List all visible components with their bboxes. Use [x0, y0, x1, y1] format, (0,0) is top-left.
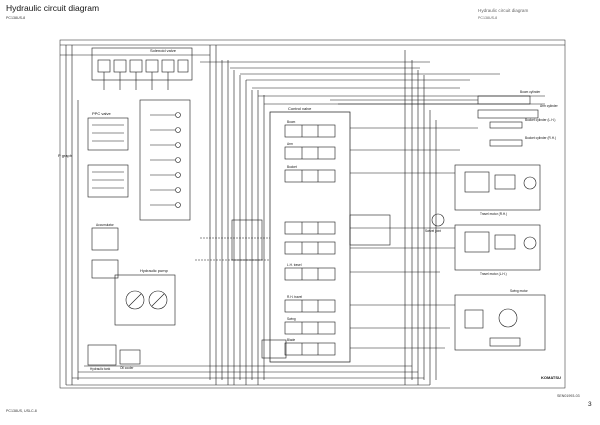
solenoid-valve-label: Solenoid valve [150, 48, 177, 53]
page-title: Hydraulic circuit diagram [6, 3, 100, 13]
swing-spool-label: Swing [287, 317, 296, 321]
bucket-cylinder-rh-label: Bucket cylinder (R.H.) [525, 136, 556, 140]
blade-spool-label: Blade [287, 338, 295, 342]
travel-motor-rh-label: Travel motor (R.H.) [480, 212, 507, 216]
swing-motor [454, 294, 546, 351]
swivel-joint [431, 213, 445, 227]
control-valve-label: Control valve [288, 106, 312, 111]
hydraulic-pump-label: Hydraulic pump [140, 268, 169, 273]
page-number: 3 [588, 401, 592, 408]
running-title: Hydraulic circuit diagram [478, 8, 529, 13]
brand-logo: KOMATSU [541, 375, 561, 380]
boom-cylinder-label: Boom cylinder [520, 90, 541, 94]
swivel-joint-label: Swivel joint [425, 229, 441, 233]
travel-motor-lh-label: Travel motor (L.H.) [480, 272, 507, 276]
ppc-valve-block [87, 117, 129, 151]
footer-reference-code: SEN01993-03 [557, 394, 580, 398]
running-model-code: PC138US-8 [478, 16, 498, 20]
travel-rh-spool-label: R.H. travel [287, 295, 302, 299]
travel-lh-spool-label: L.H. travel [287, 263, 302, 267]
boom-spool-label: Boom [287, 120, 296, 124]
p-graph-label: P graph [58, 153, 72, 158]
oil-cooler-label: Oil cooler [120, 366, 134, 370]
arm-cylinder [477, 109, 539, 119]
control-valve [269, 111, 351, 363]
hydraulic-tank-label: Hydraulic tank [90, 367, 111, 371]
bucket-cylinder-lh-label: Bucket cylinder (L.H.) [525, 118, 555, 122]
arm-spool-label: Arm [287, 142, 293, 146]
footer-model-code: PC138US, USLC-8 [6, 409, 37, 413]
hydraulic-pump [114, 274, 176, 326]
arm-cylinder-label: Arm cylinder [540, 104, 559, 108]
boom-cylinder [477, 95, 531, 105]
model-code: PC138US-8 [6, 16, 26, 20]
swing-motor-label: Swing motor [510, 289, 529, 293]
ppc-valve-label: PPC valve [92, 111, 111, 116]
bucket-spool-label: Bucket [287, 165, 297, 169]
accumulator-label: Accumulator [96, 223, 115, 227]
solenoid-valve-block [91, 47, 193, 81]
travel-motor-lh [454, 224, 541, 271]
travel-motor-rh [454, 164, 541, 211]
